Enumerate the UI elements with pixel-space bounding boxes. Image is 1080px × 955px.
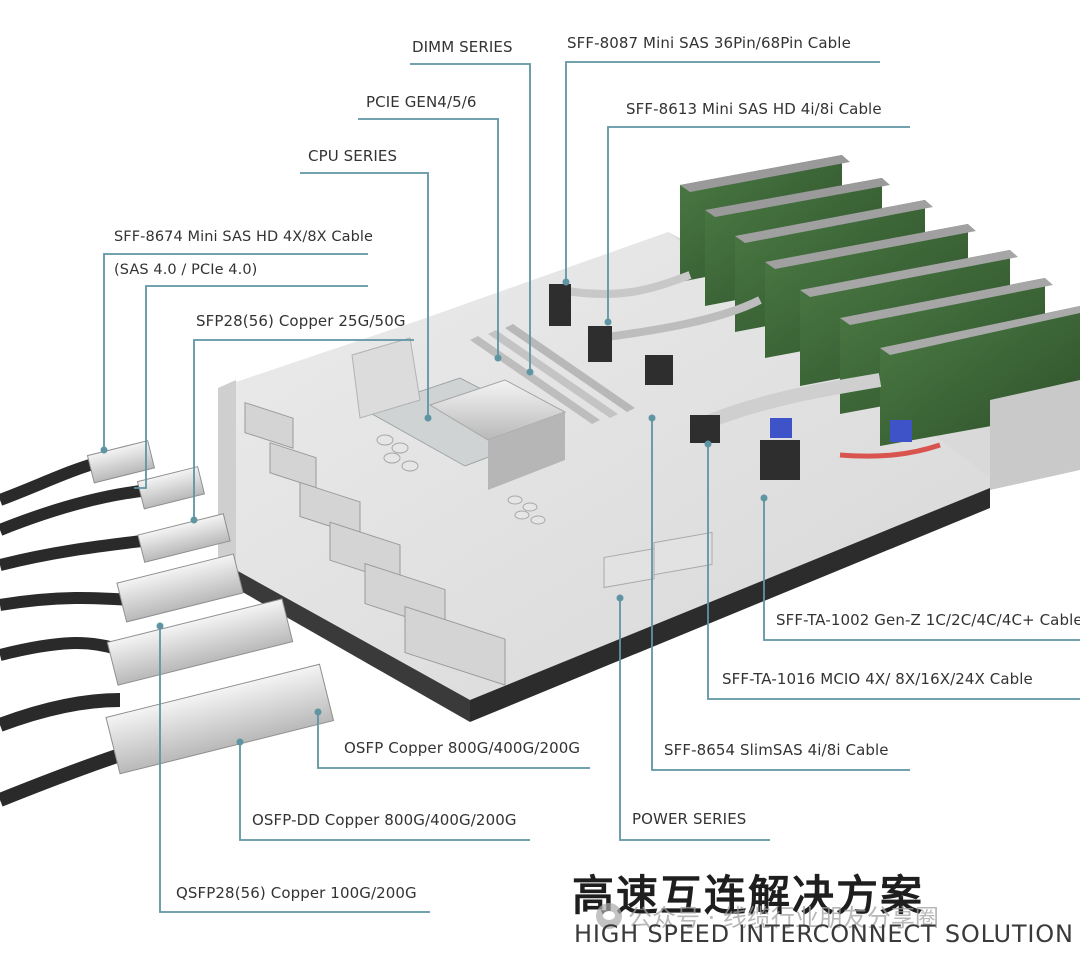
connector-slimsas <box>645 355 673 385</box>
dot-sffta1016 <box>704 440 712 448</box>
plug-qsfp28-a <box>116 553 244 623</box>
pcie-slot-2 <box>488 330 618 418</box>
board-components <box>244 271 941 686</box>
title-english: HIGH SPEED INTERCONNECT SOLUTION <box>574 920 1074 948</box>
leader-power <box>619 598 770 841</box>
io-cages <box>244 401 506 686</box>
leader-dots <box>100 278 768 746</box>
leader-osfp <box>317 712 590 769</box>
dot-pcie <box>494 354 502 362</box>
connector-genz-blue <box>770 418 792 438</box>
label-pcie-gen: PCIE GEN4/5/6 <box>366 93 477 111</box>
wechat-logo-icon <box>596 902 622 929</box>
connector-sff8613 <box>588 326 612 362</box>
leader-sff8674-b <box>134 285 368 489</box>
label-sff8674: SFF-8674 Mini SAS HD 4X/8X Cable <box>114 229 374 245</box>
leader-sff8654 <box>651 418 910 771</box>
dot-power <box>616 594 624 602</box>
drive-side-panel <box>990 380 1080 490</box>
label-sff8613: SFF-8613 Mini SAS HD 4i/8i Cable <box>626 100 882 118</box>
plug-osfpdd <box>106 598 294 686</box>
dot-sff8654 <box>648 414 656 422</box>
leader-lines <box>103 61 1080 913</box>
plug-osfp <box>105 663 335 775</box>
dot-qsfp28 <box>156 622 164 630</box>
leader-dimm <box>410 63 531 372</box>
cable-ribbon <box>697 373 882 432</box>
power-connector-2 <box>653 531 713 576</box>
dot-osfpdd <box>236 738 244 746</box>
cable-red <box>839 442 941 459</box>
cable-qsfp28-a <box>0 591 131 611</box>
plug-sff8674-a <box>86 440 156 484</box>
connector-right-blue <box>890 420 912 442</box>
cable-sff8613 <box>599 296 762 342</box>
dimm-slot <box>505 324 635 412</box>
cable-sff8674-a <box>0 456 102 506</box>
label-cpu-series: CPU SERIES <box>308 147 398 165</box>
dot-dimm <box>526 368 534 376</box>
drive-stack <box>680 155 1080 490</box>
label-osfp: OSFP Copper 800G/400G/200G <box>344 739 581 757</box>
leader-qsfp28 <box>159 626 430 913</box>
external-cables <box>0 440 335 807</box>
leader-cpu <box>300 172 429 418</box>
leader-sff8613 <box>607 126 910 322</box>
capacitor-array <box>376 434 546 525</box>
cable-sff8674-b <box>0 484 151 536</box>
leader-pcie <box>358 118 499 358</box>
pcie-slot-1 <box>470 336 600 424</box>
cable-osfp <box>0 693 121 732</box>
label-dimm-series: DIMM SERIES <box>412 38 513 56</box>
label-sff8087: SFF-8087 Mini SAS 36Pin/68Pin Cable <box>567 34 851 52</box>
watermark: 公众号 · 线缆行业朋友分享圈 <box>596 898 939 933</box>
label-sff8654: SFF-8654 SlimSAS 4i/8i Cable <box>664 741 889 759</box>
leader-sffta1016 <box>707 444 1080 700</box>
plug-sfp28 <box>137 513 231 563</box>
label-osfpdd: OSFP-DD Copper 800G/400G/200G <box>252 811 517 829</box>
dot-cpu <box>424 414 432 422</box>
title-chinese: 高速互连解决方案 <box>572 871 925 920</box>
plug-sff8674-b <box>136 466 206 510</box>
leader-osfpdd <box>239 742 530 841</box>
connector-sff8087 <box>549 284 571 326</box>
dot-sffta1002 <box>760 494 768 502</box>
leader-sff8674 <box>103 253 368 450</box>
label-sffta1016: SFF-TA-1016 MCIO 4X/ 8X/16X/24X Cable <box>722 670 1033 688</box>
watermark-text: 公众号 · 线缆行业朋友分享圈 <box>628 904 939 932</box>
label-sffta1002: SFF-TA-1002 Gen-Z 1C/2C/4C/4C+ Cable <box>776 611 1080 629</box>
label-power-series: POWER SERIES <box>632 810 747 828</box>
cable-osfp-b <box>0 748 123 807</box>
cable-qsfp28-b <box>0 637 122 661</box>
connector-genz <box>760 440 800 480</box>
dot-sff8087 <box>562 278 570 286</box>
label-sff8674-sub: (SAS 4.0 / PCIe 4.0) <box>114 262 258 278</box>
label-sfp28: SFP28(56) Copper 25G/50G <box>196 312 406 330</box>
dot-osfp <box>314 708 322 716</box>
leader-sff8087 <box>565 61 880 282</box>
cable-sfp28 <box>0 534 151 571</box>
leader-sfp28 <box>193 339 414 520</box>
board-edge-right <box>470 488 990 722</box>
connector-mcio <box>690 415 720 443</box>
cpu-heatsink-side <box>488 412 565 490</box>
dot-sff8613 <box>604 318 612 326</box>
cable-sff8087 <box>559 271 692 298</box>
leader-sffta1002 <box>763 498 1080 641</box>
label-qsfp28: QSFP28(56) Copper 100G/200G <box>176 884 417 902</box>
dot-sfp28 <box>190 516 198 524</box>
dot-sff8674 <box>100 446 108 454</box>
vrm-block <box>351 337 421 419</box>
